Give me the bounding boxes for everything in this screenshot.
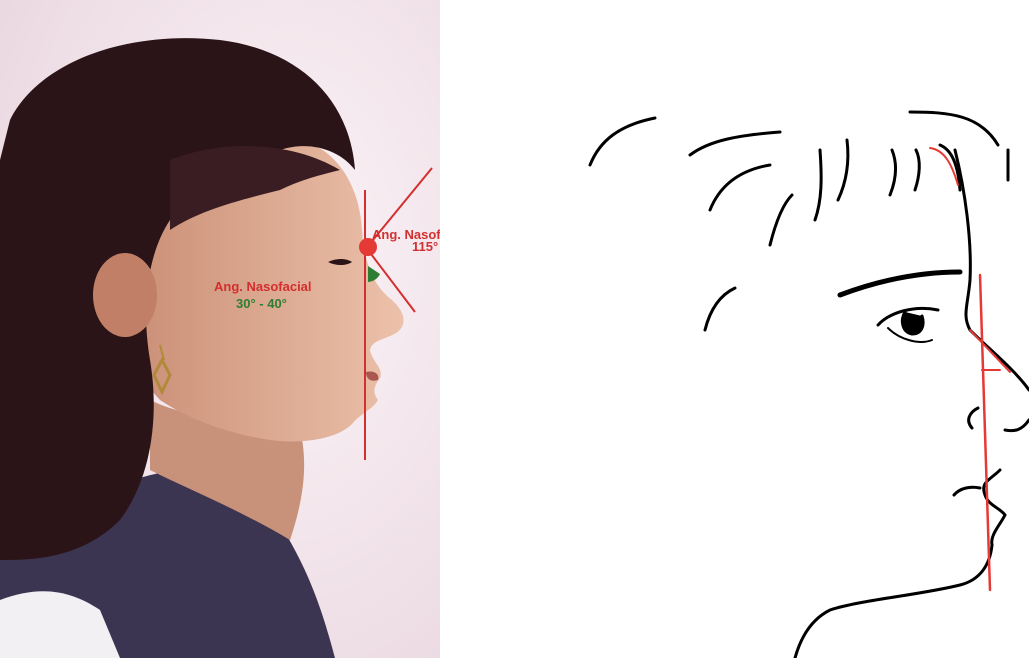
hair-stroke xyxy=(705,288,735,330)
hair-stroke xyxy=(710,165,770,210)
hair-stroke xyxy=(838,140,848,200)
chin-jaw-outline xyxy=(795,545,992,658)
hair-stroke xyxy=(890,150,896,195)
nose-tip xyxy=(1005,420,1029,431)
mouth-line xyxy=(954,487,980,495)
profile-photo: Ang. Nasofrontal 115° - 130° Ang. Nasofa… xyxy=(0,0,440,658)
vertical-reference-line xyxy=(980,275,990,590)
nasofacial-angle-label: Ang. Nasofacial xyxy=(214,280,312,294)
nostril xyxy=(969,408,978,428)
hair-stroke xyxy=(770,195,792,245)
profile-line-drawing xyxy=(560,0,1029,658)
hair-stroke xyxy=(915,150,919,190)
nasofrontal-angle-range: 115° - 130° xyxy=(412,240,440,254)
hair-stroke xyxy=(590,118,655,165)
sketch-illustration xyxy=(560,0,1029,658)
nasofacial-angle-range: 30° - 40° xyxy=(236,297,287,311)
photo-illustration xyxy=(0,0,440,658)
iris xyxy=(902,312,923,334)
hair-stroke xyxy=(910,112,998,145)
hair-stroke xyxy=(690,132,780,155)
forehead-reference-line xyxy=(930,148,958,185)
ear xyxy=(93,253,157,337)
eyebrow xyxy=(840,272,960,295)
hair-stroke xyxy=(815,150,821,220)
nasal-reference-line xyxy=(970,330,1010,372)
